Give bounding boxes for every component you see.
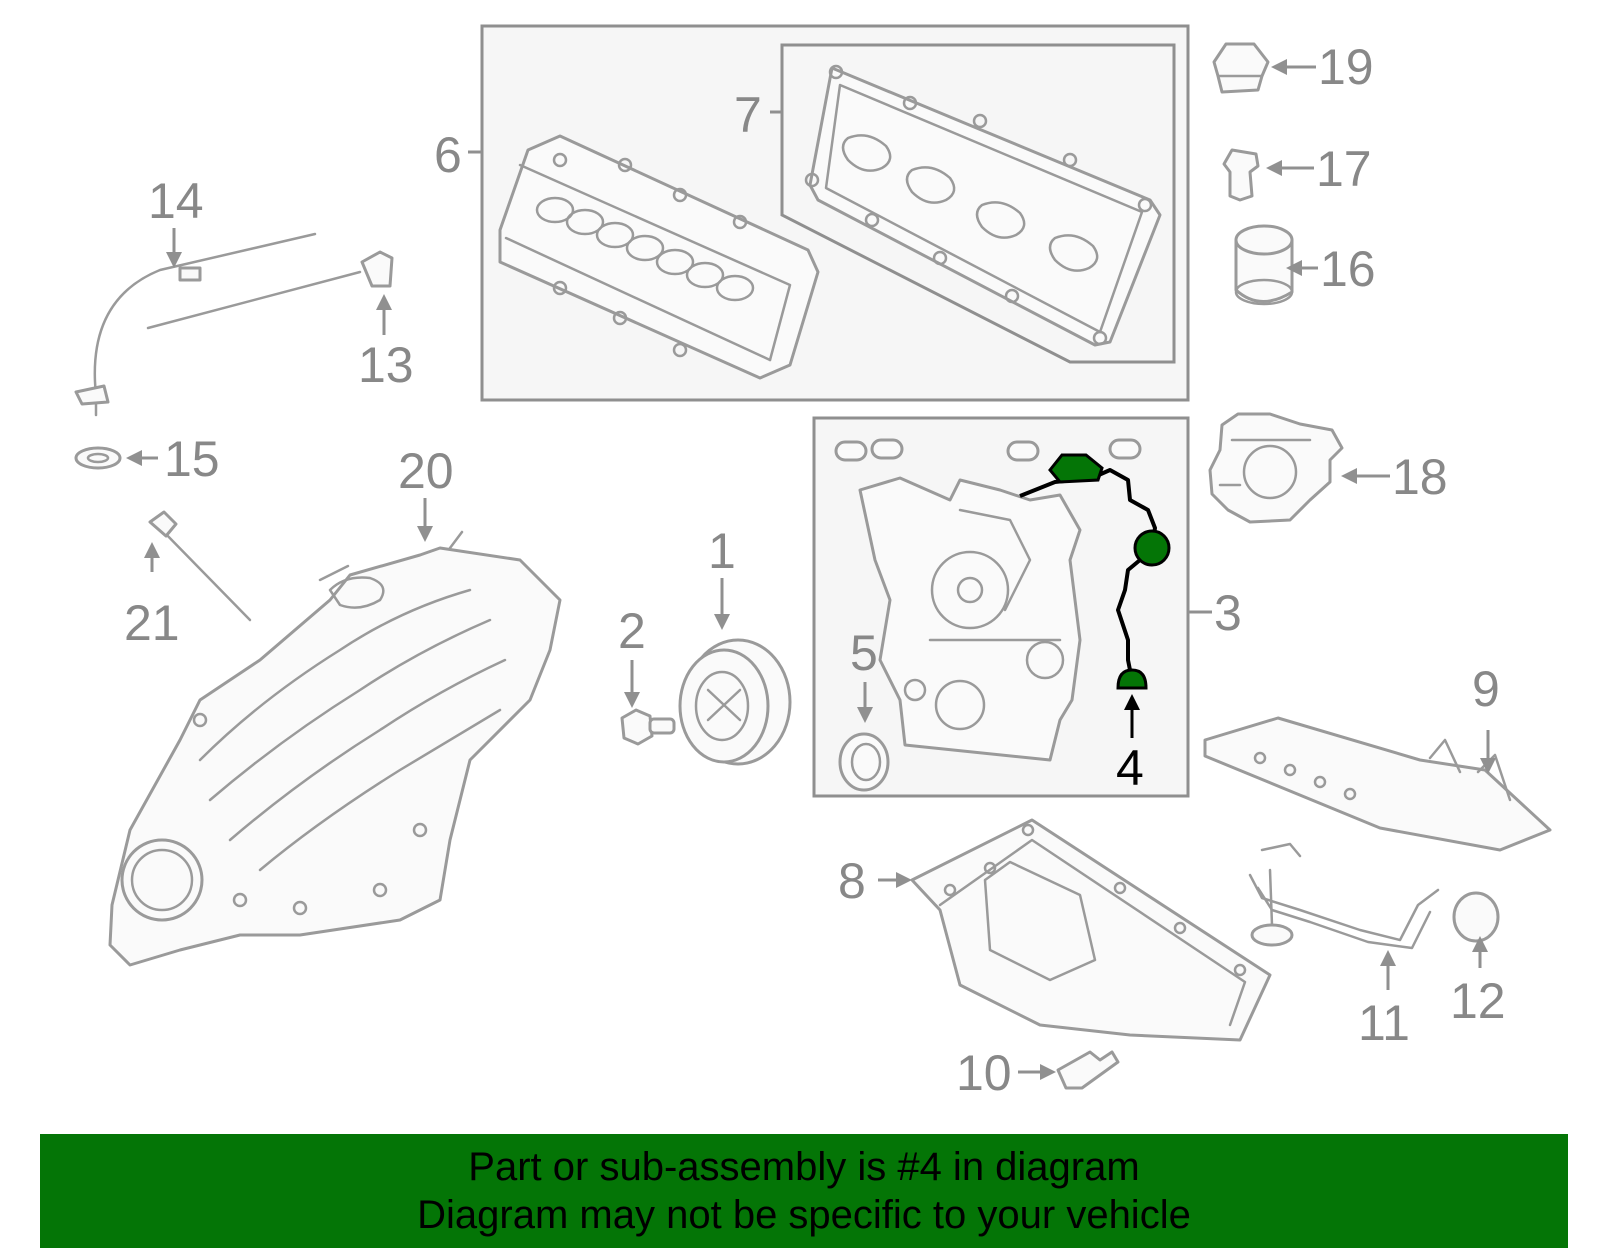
banner-line-1: Part or sub-assembly is #4 in diagram (468, 1145, 1140, 1189)
intake-manifold[interactable] (108, 530, 562, 967)
callout-14: 14 (148, 173, 204, 229)
oil-pickup-tube[interactable] (1248, 842, 1440, 950)
oil-pan[interactable] (910, 818, 1272, 1042)
timing-cover-gasket[interactable] (1019, 453, 1171, 690)
callout-20: 20 (398, 443, 454, 499)
callout-2: 2 (618, 603, 646, 659)
callout-15: 15 (164, 431, 220, 487)
callout-7: 7 (734, 87, 762, 143)
harmonic-balancer[interactable] (678, 638, 792, 766)
pickup-o-ring[interactable] (1452, 891, 1500, 943)
callout-12: 12 (1450, 973, 1506, 1029)
callout-13: 13 (358, 337, 414, 393)
callout-4: 4 (1116, 740, 1144, 796)
valve-cover[interactable] (498, 134, 820, 380)
callout-5: 5 (850, 625, 878, 681)
front-crank-seal[interactable] (838, 732, 890, 792)
callout-1: 1 (708, 523, 736, 579)
dipstick-tube[interactable] (74, 232, 317, 417)
callout-17: 17 (1316, 141, 1372, 197)
callout-3: 3 (1214, 585, 1242, 641)
manifold-bolt[interactable] (148, 510, 252, 622)
callout-21: 21 (124, 595, 180, 651)
info-banner: Part or sub-assembly is #4 in diagram Di… (40, 1134, 1568, 1248)
banner-line-2: Diagram may not be specific to your vehi… (417, 1193, 1191, 1237)
timing-cover[interactable] (858, 476, 1082, 762)
valve-cover-gasket[interactable] (804, 64, 1162, 347)
oil-pump[interactable] (1208, 412, 1344, 524)
windage-tray[interactable] (1203, 716, 1552, 852)
dipstick-tube-o-ring[interactable] (74, 446, 122, 470)
drain-plug[interactable] (1056, 1050, 1120, 1090)
callout-18: 18 (1392, 449, 1448, 505)
dipstick[interactable] (146, 250, 394, 330)
callout-11: 11 (1358, 995, 1410, 1051)
callout-leaders (126, 59, 1496, 1080)
callout-6: 6 (434, 127, 462, 183)
filter-adapter[interactable] (1222, 148, 1260, 202)
balancer-bolt[interactable] (620, 708, 676, 746)
callout-10: 10 (956, 1045, 1012, 1101)
callout-8: 8 (838, 853, 866, 909)
oil-fill-cap[interactable] (1212, 42, 1270, 94)
dowel-pins (834, 438, 1142, 462)
callout-19: 19 (1318, 39, 1374, 95)
oil-filter[interactable] (1234, 224, 1294, 306)
callout-16: 16 (1320, 241, 1376, 297)
callout-9: 9 (1472, 661, 1500, 717)
